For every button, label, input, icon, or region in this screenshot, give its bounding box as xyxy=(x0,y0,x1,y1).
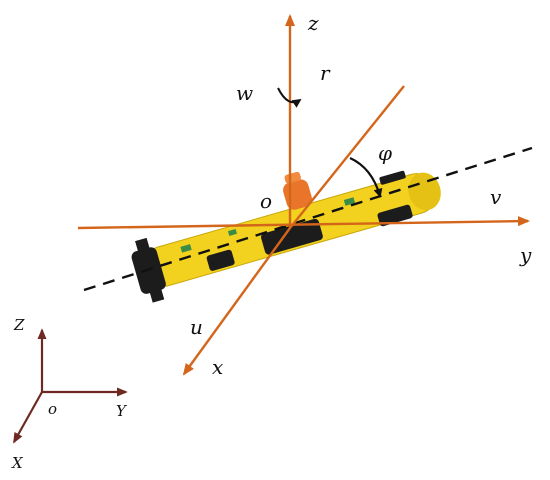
world-origin-label: o xyxy=(48,400,57,418)
phi-angle-arc xyxy=(349,156,383,198)
vehicle-tail-fin-bottom xyxy=(149,287,165,303)
world-Y-label: Y xyxy=(116,402,128,420)
vehicle-marking-3 xyxy=(227,228,237,236)
vehicle-centerline xyxy=(83,146,533,292)
vehicle-nose xyxy=(408,172,441,211)
phi-label: φ xyxy=(378,141,392,165)
vehicle-marking-2 xyxy=(343,197,356,206)
z-axis-label: z xyxy=(307,11,319,35)
vehicle-block-left xyxy=(206,249,235,271)
u-label: u xyxy=(190,315,203,339)
origin-label: o xyxy=(260,189,272,213)
x-axis-back xyxy=(289,85,405,229)
auv-vehicle-icon xyxy=(131,170,441,303)
y-axis-label: y xyxy=(519,243,532,267)
r-label: r xyxy=(320,61,331,85)
vehicle-tail-fin-top xyxy=(135,237,150,253)
world-X-label: X xyxy=(11,454,24,472)
world-X-axis xyxy=(13,391,43,444)
w-label: w xyxy=(236,81,253,105)
vehicle-block-right xyxy=(377,204,413,227)
vehicle-top-fin xyxy=(379,170,406,185)
vehicle-marking-1 xyxy=(180,244,192,253)
w-rotation-arrow xyxy=(277,87,302,108)
y-axis xyxy=(77,216,530,230)
x-axis xyxy=(182,227,291,376)
x-axis-label: x xyxy=(212,355,223,379)
vehicle-mast-cap xyxy=(284,171,301,184)
world-Z-label: Z xyxy=(13,316,25,334)
v-label: v xyxy=(490,185,502,209)
